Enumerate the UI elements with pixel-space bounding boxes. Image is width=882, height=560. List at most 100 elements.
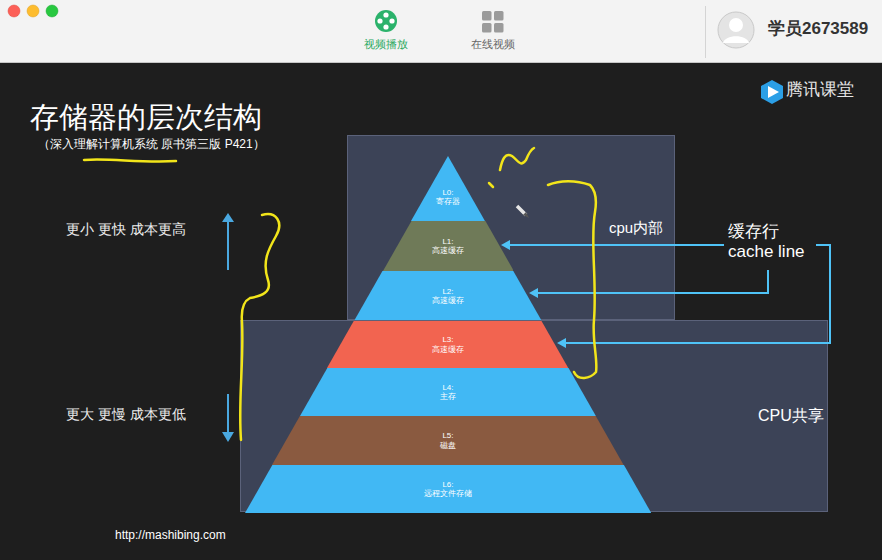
subtitle: （深入理解计算机系统 原书第三版 P421） — [38, 137, 265, 151]
grid-cell — [482, 11, 492, 21]
zoom-button — [46, 5, 58, 17]
bracket-scribble — [240, 214, 279, 440]
avatar-circle — [718, 12, 754, 48]
bracket-scribble — [548, 181, 596, 378]
pencil-cursor — [517, 206, 529, 218]
underline-scribble — [84, 160, 176, 162]
level-number: L0: — [442, 188, 453, 197]
label-anchor: http://mashibing.com — [115, 528, 226, 542]
grid-cell — [482, 23, 492, 33]
hierarchy-level-band: L2:高速缓存 — [354, 271, 542, 321]
divider — [705, 6, 706, 58]
level-number: L5: — [442, 431, 453, 440]
band-fill — [383, 221, 514, 271]
level-number: L6: — [442, 480, 453, 489]
level-name: 磁盘 — [440, 441, 456, 450]
hierarchy-level-band: L4:主存 — [300, 368, 596, 416]
arrow-shaft — [227, 394, 229, 434]
callout-label: 缓存行 cache line — [728, 222, 814, 263]
close-button — [8, 5, 20, 17]
pencil-body — [517, 206, 526, 215]
band-text-holder: L6:远程文件存储 — [245, 465, 651, 513]
title-bar-border — [0, 62, 882, 63]
minimize-button — [27, 5, 39, 17]
cache-region-panel: CPU共享L3:高速缓存L4:主存L5:磁盘L6:远程文件存储 — [240, 320, 828, 512]
band-text-holder: L2:高速缓存 — [354, 271, 542, 321]
level-number: L3: — [442, 335, 453, 344]
band-text-holder: L3:高速缓存 — [327, 321, 568, 368]
level-name: 主存 — [440, 392, 456, 401]
level-name: 高速缓存 — [432, 345, 464, 354]
reel-disc — [375, 10, 397, 32]
level-name: 远程文件存储 — [424, 489, 472, 498]
handwriting — [84, 148, 596, 440]
trend-note: 更大 更慢 成本更低 — [66, 406, 186, 423]
band-fill — [411, 156, 485, 221]
logo-hexagon — [761, 80, 783, 104]
band-text-holder: L0:寄存器 — [411, 156, 485, 221]
label-anchor: 视频播放 — [336, 38, 436, 51]
scribble — [500, 148, 534, 170]
watermark-url: http://mashibing.com — [115, 528, 226, 542]
band-fill — [354, 271, 542, 321]
leader-head — [529, 288, 538, 298]
online-tab-icon — [482, 11, 504, 33]
band-text-holder: L1:高速缓存 — [383, 221, 514, 271]
level-number: L2: — [442, 287, 453, 296]
level-name: 高速缓存 — [432, 246, 464, 255]
label-anchor: 存储器的层次结构 — [30, 100, 262, 135]
arrow-head — [222, 432, 234, 442]
level-name: 高速缓存 — [432, 296, 464, 305]
avatar — [718, 12, 754, 48]
avatar-body — [723, 36, 749, 43]
band-fill — [327, 321, 568, 368]
up-arrow — [222, 213, 234, 270]
hierarchy-level-band: L0:寄存器 — [411, 156, 485, 221]
video-tab-icon — [375, 10, 397, 32]
reel-hole — [383, 24, 388, 29]
down-arrow — [222, 394, 234, 442]
tick-scribble — [489, 183, 493, 187]
label-anchor: 缓存行 cache line — [728, 222, 814, 263]
band-text-holder: L4:主存 — [300, 368, 596, 416]
tencent-logo — [761, 80, 783, 104]
label-anchor: 更大 更慢 成本更低 — [66, 406, 186, 423]
leader-head — [557, 338, 566, 348]
reel-hole — [377, 18, 382, 23]
reel-hole — [389, 18, 394, 23]
region-label: cpu内部 — [609, 219, 663, 238]
tab-label: 视频播放 — [336, 38, 436, 51]
logo-text: 腾讯课堂 — [786, 80, 854, 100]
grid-cell — [494, 11, 504, 21]
hierarchy-level-band: L1:高速缓存 — [383, 221, 514, 271]
band-fill — [300, 368, 596, 416]
trend-note: 更小 更快 成本更高 — [66, 221, 186, 238]
level-number: L1: — [442, 237, 453, 246]
label-anchor: 更小 更快 成本更高 — [66, 221, 186, 238]
level-number: L4: — [442, 383, 453, 392]
label-anchor: 学员2673589 — [768, 19, 868, 39]
tab-label: 在线视频 — [443, 38, 543, 51]
leader-head — [501, 240, 510, 250]
arrow-head — [222, 213, 234, 222]
hierarchy-level-band: L5:磁盘 — [272, 416, 624, 465]
reel-hole — [383, 12, 388, 17]
cache-region-panel: cpu内部L0:寄存器L1:高速缓存L2:高速缓存 — [347, 135, 675, 320]
logo-play — [768, 86, 779, 98]
title-bar — [0, 0, 882, 62]
hierarchy-level-band: L6:远程文件存储 — [245, 465, 651, 513]
label-anchor: 腾讯课堂 — [786, 80, 854, 100]
band-fill — [245, 465, 651, 513]
slide-title: 存储器的层次结构 — [30, 100, 262, 135]
user-name: 学员2673589 — [768, 19, 868, 39]
region-label: CPU共享 — [758, 406, 824, 427]
pencil-tip — [523, 212, 529, 218]
band-text-holder: L5:磁盘 — [272, 416, 624, 465]
band-fill — [272, 416, 624, 465]
grid-cell — [494, 23, 504, 33]
avatar-head — [729, 18, 743, 32]
